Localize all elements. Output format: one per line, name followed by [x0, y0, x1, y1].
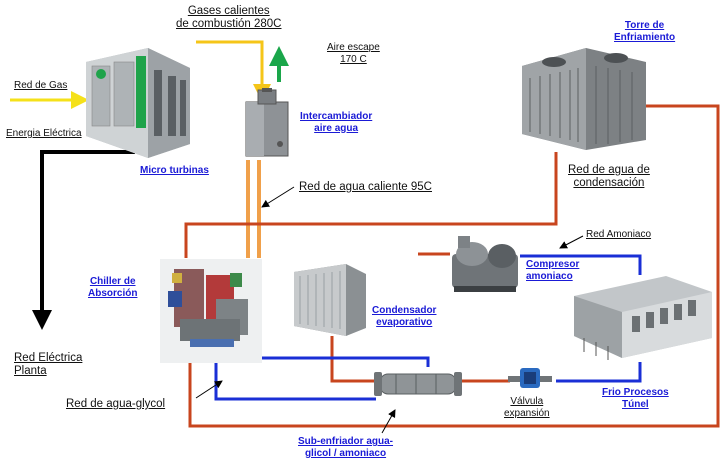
hot-gas-line	[196, 40, 271, 102]
absorption-chiller-line1: Chiller de	[89, 276, 136, 287]
subcooler-line1: Sub-enfriador agua-	[298, 436, 394, 447]
subcooler-pointer	[381, 409, 396, 434]
electric-line	[32, 150, 135, 330]
expansion-valve-line1: Válvula	[510, 396, 544, 407]
condensation-water-loop-chiller	[184, 152, 558, 258]
compressor-line2: amoniaco	[526, 270, 573, 282]
glycol-to-tunnel	[556, 362, 642, 383]
expansion-valve-image	[508, 368, 552, 388]
hot-water-label: Red de agua caliente 95C	[299, 181, 432, 193]
process-cold-line2: Túnel	[622, 398, 649, 410]
cooling-tower-label: Torre de Enfriamiento	[614, 20, 675, 43]
micro-turbines-label: Micro turbinas	[140, 165, 209, 176]
evaporative-condenser-image	[294, 264, 366, 336]
hot-gases-label: Gases calientes de combustión 280C	[176, 5, 281, 31]
glycol-network-label: Red de agua-glycol	[66, 398, 166, 410]
exhaust-air-line2: 170 C	[340, 53, 367, 65]
electric-energy-label: Energia Eléctrica	[6, 128, 82, 139]
process-cold-line1: Frio Procesos	[602, 387, 669, 398]
heat-exchanger-line1: Intercambiador	[300, 111, 373, 122]
condensation-water-loop-tower	[188, 104, 720, 428]
compressor-line1: Compresor	[526, 259, 580, 270]
glycol-pointer	[195, 380, 223, 399]
condensation-network-line2: condensación	[573, 177, 645, 190]
compressor-label: Compresor amoniaco	[526, 259, 579, 282]
ammonia-compressor-image	[452, 236, 518, 292]
hot-gases-line2: de combustión 280C	[176, 18, 282, 31]
subcooler-image	[374, 372, 462, 396]
heat-exchanger-image	[245, 88, 289, 157]
exhaust-air-label: Aire escape 170 C	[327, 42, 380, 65]
glycol-line-upper	[262, 356, 430, 367]
evaporative-condenser-label: Condensador evaporativo	[372, 305, 436, 328]
plant-electric-line1: Red Eléctrica	[14, 352, 83, 364]
expansion-valve-label: Válvula expansión	[504, 396, 550, 419]
cooling-tower-line1: Torre de	[624, 20, 665, 31]
cooling-tower-line2: Enfriamiento	[614, 31, 676, 43]
evaporative-condenser-line1: Condensador	[372, 305, 437, 316]
process-tunnel-image	[574, 276, 712, 360]
absorption-chiller-line2: Absorción	[88, 287, 138, 299]
heat-exchanger-label: Intercambiador aire agua	[300, 111, 372, 134]
absorption-chiller-label: Chiller de Absorción	[88, 276, 137, 299]
condensation-network-label: Red de agua de condensación	[568, 164, 650, 190]
absorption-chiller-image	[160, 259, 262, 363]
glycol-line-lower	[214, 362, 376, 401]
hot-gases-line1: Gases calientes	[187, 5, 270, 17]
plant-electric-network-label: Red Eléctrica Planta	[14, 352, 82, 378]
micro-turbine-image	[86, 48, 190, 158]
expansion-valve-line2: expansión	[504, 407, 550, 419]
plant-electric-line2: Planta	[14, 365, 47, 378]
heat-exchanger-line2: aire agua	[314, 122, 359, 134]
exhaust-air-line1: Aire escape	[327, 42, 380, 53]
cooling-tower-image	[522, 48, 646, 150]
ammonia-return-line	[520, 254, 642, 275]
ammonia-network-label: Red Amoniaco	[586, 229, 652, 240]
hot-water-pointer	[261, 186, 295, 208]
condensation-network-line1: Red de agua de	[568, 164, 650, 176]
condensation-to-subcooler	[330, 336, 376, 383]
subcooler-line2: glicol / amoniaco	[304, 447, 387, 459]
gas-network-label: Red de Gas	[14, 80, 68, 91]
evaporative-condenser-line2: evaporativo	[376, 316, 433, 328]
ammonia-pointer	[559, 235, 584, 249]
subcooler-label: Sub-enfriador agua- glicol / amoniaco	[298, 436, 393, 459]
process-cold-tunnel-label: Frio Procesos Túnel	[602, 387, 669, 410]
